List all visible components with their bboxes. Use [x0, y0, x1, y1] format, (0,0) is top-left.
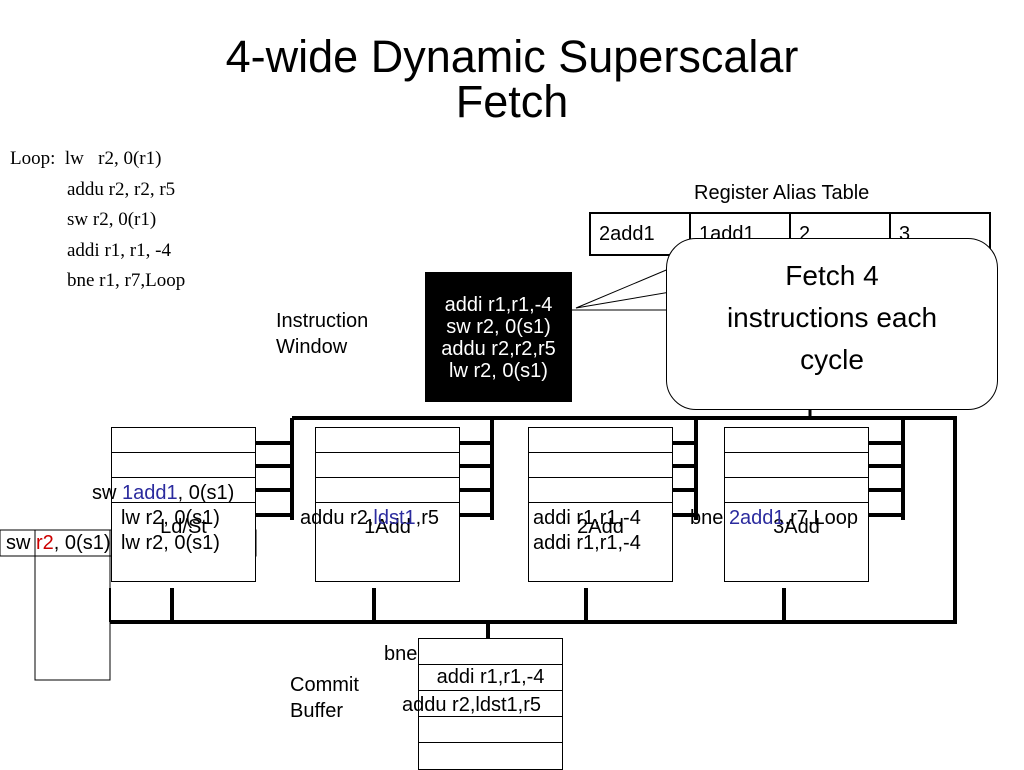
commit-slot: [419, 691, 562, 717]
add1-entry: addu r2,ldst1,r5: [300, 507, 439, 529]
entry-tag: ldst1: [373, 507, 416, 529]
commit-slot: addi r1,r1,-4: [419, 665, 562, 691]
code-line: addu r2, r2, r5: [10, 178, 176, 200]
fetch-callout: Fetch 4 instructions each cycle: [666, 238, 998, 410]
entry-rest: ,r7,Loop: [784, 507, 858, 529]
ldst-entry-lw: lw r2, 0(s1): [121, 507, 220, 529]
store-queue-entry: sw r2, 0(s1): [6, 532, 110, 554]
title-line-1: 4-wide Dynamic Superscalar: [225, 31, 799, 82]
ldst-entry-sw: sw 1add1, 0(s1): [92, 482, 234, 504]
rs-slot: [529, 453, 672, 478]
slide-title: 4-wide Dynamic Superscalar Fetch: [0, 34, 1024, 124]
unit-name: 1Add: [364, 516, 411, 538]
rs-slot: [316, 453, 459, 478]
label-line: Instruction: [276, 310, 369, 332]
callout-line: cycle: [800, 344, 864, 375]
rs-slot: [316, 478, 459, 503]
add2-entry: addi r1,r1,-4: [533, 532, 641, 554]
add1-station: 1Add: [315, 427, 460, 582]
window-entry: lw r2, 0(s1): [449, 360, 548, 382]
code-line: bne r1, r7,Loop: [10, 270, 186, 291]
unit-name: 3Add: [773, 516, 820, 538]
rs-slot: [725, 453, 868, 478]
window-entry: sw r2, 0(s1): [446, 316, 551, 338]
entry-op: bne: [690, 507, 729, 529]
add2-station: 2Add: [528, 427, 673, 582]
code-line: sw r2, 0(r1): [10, 209, 157, 230]
entry-tag: r2: [36, 532, 54, 554]
commit-buffer: addi r1,r1,-4: [418, 638, 563, 770]
entry-tag: 1add1: [122, 482, 178, 504]
unit-name: Ld/St: [160, 516, 207, 538]
rs-slot: [529, 478, 672, 503]
commit-entry: addu r2,ldst1,r5: [402, 694, 541, 716]
window-entry: addu r2,r2,r5: [441, 338, 556, 360]
code-listing: Loop: lw r2, 0(r1) addu r2, r2, r5 sw r2…: [10, 144, 185, 297]
entry-op: sw: [92, 482, 122, 504]
rat-label: Register Alias Table: [694, 182, 870, 204]
callout-line: Fetch 4: [785, 260, 879, 291]
window-entry: addi r1,r1,-4: [444, 294, 553, 316]
rs-slot: [112, 453, 255, 478]
add3-station: 3Add: [724, 427, 869, 582]
rs-slot: [112, 428, 255, 453]
code-line: addi r1, r1, -4: [10, 239, 171, 261]
ldst-station: Ld/St: [111, 427, 256, 582]
instruction-window: addi r1,r1,-4 sw r2, 0(s1) addu r2,r2,r5…: [425, 272, 572, 402]
add3-entry: bne 2add1,r7,Loop: [690, 507, 858, 529]
entry-op: sw: [6, 532, 36, 554]
unit-name: 2Add: [577, 516, 624, 538]
instruction-window-label: Instruction Window: [276, 308, 368, 360]
ldst-entry-lw: lw r2, 0(s1): [121, 532, 220, 554]
add2-entry: addi r1,r1,-4: [533, 507, 641, 529]
rs-slot: [725, 478, 868, 503]
callout-line: instructions each: [726, 302, 938, 333]
commit-buffer-label: Commit Buffer: [290, 672, 359, 724]
title-line-2: Fetch: [455, 76, 569, 127]
rs-slot: [112, 478, 255, 503]
rs-slot: [725, 428, 868, 453]
commit-slot: [419, 717, 562, 743]
entry-rest: , 0(s1): [53, 532, 111, 554]
label-line: Window: [276, 336, 348, 358]
entry-rest: , 0(s1): [177, 482, 235, 504]
rs-slot: [529, 428, 672, 453]
rs-slot: [316, 428, 459, 453]
commit-slot: [419, 639, 562, 665]
label-line: Buffer: [290, 700, 343, 722]
entry-rest: ,r5: [415, 507, 439, 529]
commit-slot: [419, 743, 562, 769]
code-line: Loop: lw r2, 0(r1): [10, 148, 162, 169]
entry-tag: 2add1: [728, 507, 785, 529]
label-line: Commit: [290, 674, 359, 696]
entry-op: addu r2,: [300, 507, 374, 529]
